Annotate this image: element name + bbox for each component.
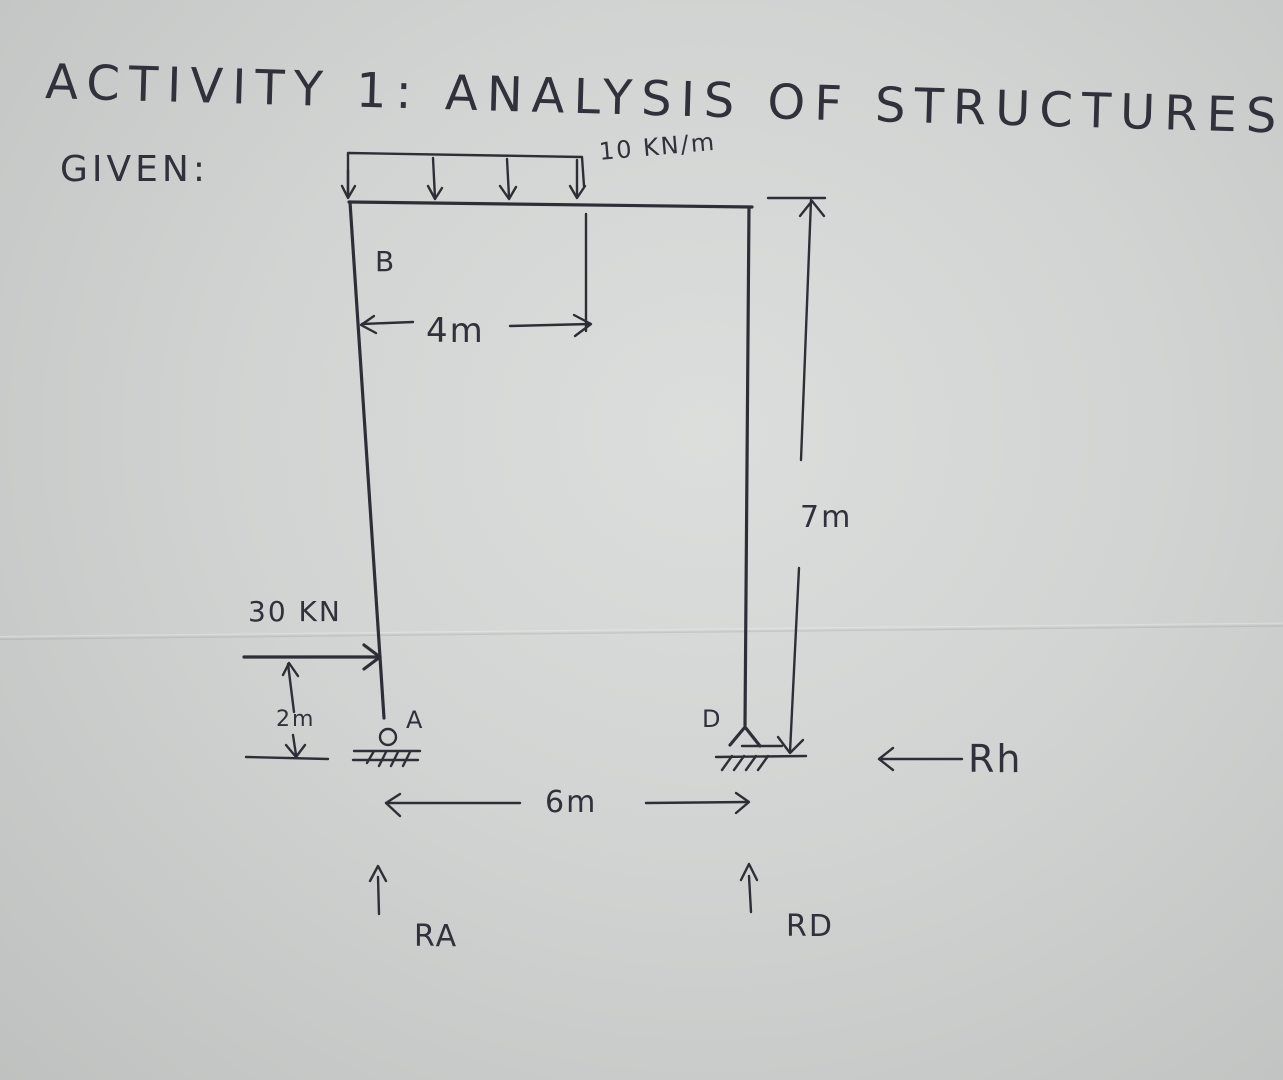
- column-cd: [743, 205, 751, 727]
- reaction-d-arrow: [739, 862, 759, 914]
- column-ab: [348, 200, 386, 720]
- node-a-label: A: [406, 706, 425, 734]
- beam-bc: [347, 200, 754, 209]
- dim-span-arrows: [384, 791, 751, 818]
- dim-load-height-arrows: [244, 661, 330, 761]
- dim-height-label: 7m: [800, 500, 853, 535]
- reaction-a-arrow: [368, 864, 388, 916]
- node-d-label: D: [702, 705, 723, 733]
- given-label: GIVEN:: [60, 149, 209, 190]
- support-a-roller: [351, 727, 422, 768]
- reaction-h-arrow: [877, 746, 964, 772]
- point-load-arrow: [242, 643, 382, 671]
- reaction-d-label: RD: [786, 909, 834, 944]
- dim-udl-length-arrows: [359, 313, 593, 338]
- node-b-label: B: [375, 245, 397, 278]
- udl-load: [340, 151, 588, 333]
- support-d-pin: [714, 725, 808, 772]
- reaction-h-label: Rh: [968, 737, 1023, 781]
- reaction-a-label: RA: [414, 919, 459, 954]
- dim-span-label: 6m: [545, 785, 598, 820]
- point-load-label: 30 KN: [248, 595, 342, 628]
- dim-load-height-label: 2m: [276, 707, 316, 732]
- dim-udl-length-label: 4m: [426, 311, 485, 351]
- dim-height-arrows: [766, 196, 827, 755]
